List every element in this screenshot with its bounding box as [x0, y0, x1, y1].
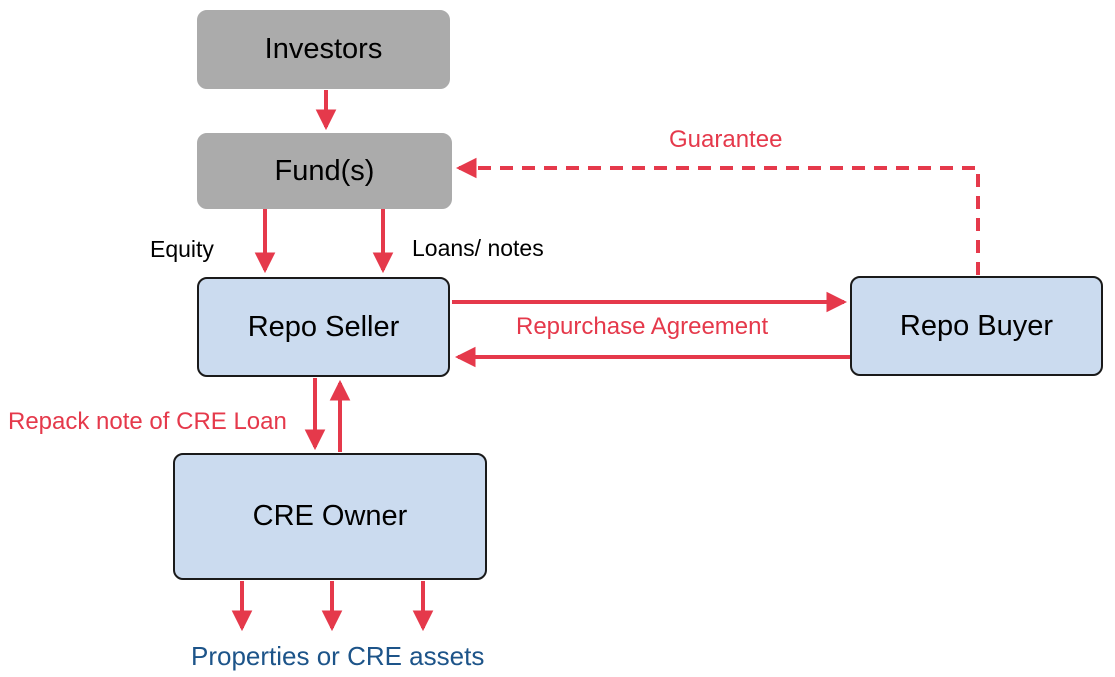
node-funds-label: Fund(s) [274, 154, 375, 187]
equity-label: Equity [150, 236, 214, 262]
node-repo-seller-label: Repo Seller [247, 310, 400, 343]
loans-notes-label: Loans/ notes [412, 235, 544, 261]
properties-label: Properties or CRE assets [191, 641, 485, 671]
repurchase-agreement-label: Repurchase Agreement [516, 313, 769, 340]
node-investors: Investors [197, 10, 450, 89]
node-repo-buyer-label: Repo Buyer [899, 309, 1054, 342]
node-cre-owner: CRE Owner [173, 453, 487, 580]
node-funds: Fund(s) [197, 133, 452, 209]
guarantee-dashed-arrow [455, 157, 980, 275]
guarantee-label: Guarantee [669, 126, 783, 153]
node-repo-seller: Repo Seller [197, 277, 450, 377]
repack-note-label: Repack note of CRE Loan [8, 408, 287, 435]
node-investors-label: Investors [264, 33, 383, 65]
node-cre-owner-label: CRE Owner [252, 500, 408, 532]
node-repo-buyer: Repo Buyer [850, 276, 1103, 376]
